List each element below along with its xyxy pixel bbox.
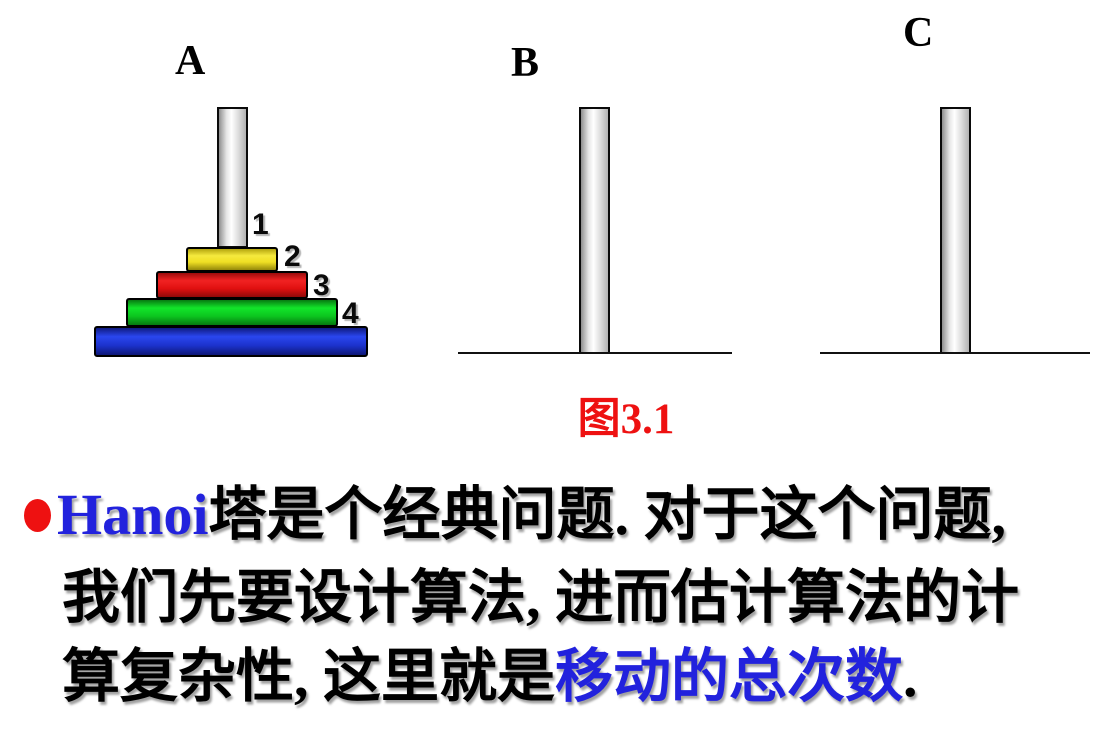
peg-b [579, 107, 610, 354]
disk-number-2: 2 [284, 240, 301, 273]
figure-caption: 图3.1 [577, 396, 675, 443]
disk-4-green [126, 298, 338, 327]
tower-b-label: B [511, 40, 540, 86]
line3-highlight-text: 移动的总次数 [555, 644, 904, 709]
disk-number-3: 3 [313, 269, 330, 302]
paragraph-line-3: 算复杂性, 这里就是移动的总次数. [62, 645, 918, 709]
disk-2-yellow [186, 247, 278, 272]
bullet-icon [24, 499, 51, 532]
base-line-c [820, 352, 1090, 354]
tower-a-label: A [175, 38, 206, 84]
line3-period: . [903, 644, 918, 709]
peg-a [217, 107, 248, 248]
disk-number-4: 4 [342, 297, 359, 330]
hanoi-text: Hanoi [57, 482, 209, 547]
paragraph-line-1: Hanoi塔是个经典问题. 对于这个问题, [57, 483, 1006, 547]
disk-number-1: 1 [252, 208, 269, 241]
tower-c-label: C [903, 10, 934, 56]
paragraph-line-2: 我们先要设计算法, 进而估计算法的计 [62, 565, 1020, 630]
disk-3-red [156, 271, 308, 299]
peg-c [940, 107, 971, 354]
line1-text: 塔是个经典问题. 对于这个问题, [208, 482, 1007, 547]
line3-pre-text: 算复杂性, 这里就是 [62, 644, 556, 709]
disk-5-blue [94, 326, 368, 357]
base-line-b [458, 352, 732, 354]
